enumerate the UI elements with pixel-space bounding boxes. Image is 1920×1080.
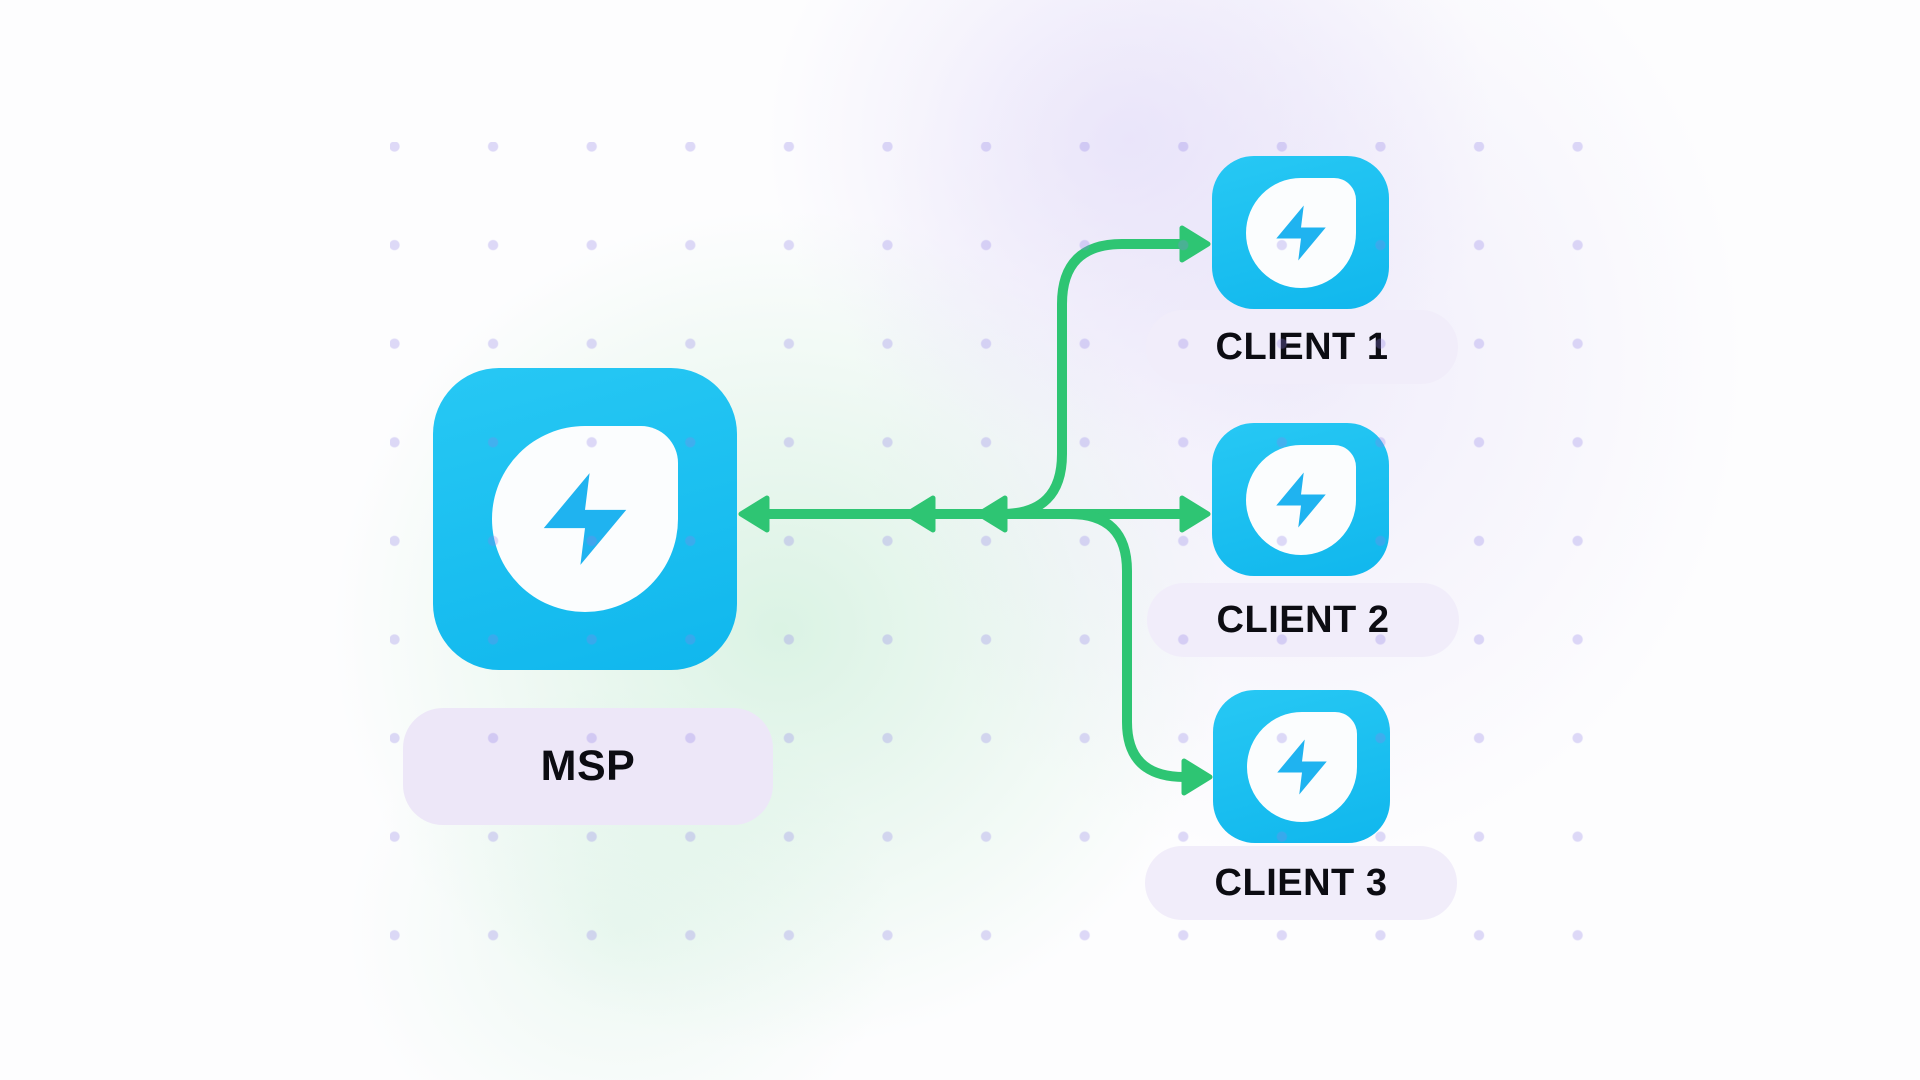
drop-shape (1246, 711, 1357, 822)
client1-label-text: CLIENT 1 (1215, 325, 1389, 368)
arrowhead-toward-msp-2 (976, 495, 1008, 533)
msp-label: MSP (403, 708, 773, 825)
client3-node-icon[interactable] (1213, 690, 1390, 843)
arrowhead-toward-msp-1 (904, 495, 936, 533)
msp-node-icon[interactable] (433, 368, 737, 670)
edge-branch-client3 (1065, 509, 1191, 782)
client2-node-icon[interactable] (1212, 423, 1389, 576)
msp-label-text: MSP (540, 742, 636, 790)
lightning-bolt-icon (1275, 472, 1326, 527)
client3-label: CLIENT 3 (1145, 846, 1457, 920)
lightning-bolt-icon (543, 473, 627, 565)
drop-shape (1245, 444, 1356, 555)
lightning-bolt-icon (1276, 739, 1327, 794)
arrowhead-into-client2 (1179, 495, 1211, 533)
client2-label: CLIENT 2 (1147, 583, 1459, 657)
lightning-bolt-icon (1275, 205, 1326, 260)
client1-label: CLIENT 1 (1146, 310, 1458, 384)
client2-label-text: CLIENT 2 (1216, 598, 1390, 641)
arrowhead-into-msp (738, 495, 770, 533)
edge-branch-client1 (997, 239, 1187, 519)
arrowhead-into-client3 (1181, 758, 1213, 796)
client1-node-icon[interactable] (1212, 156, 1389, 309)
arrowhead-into-client1 (1179, 225, 1211, 263)
client3-label-text: CLIENT 3 (1214, 861, 1388, 904)
drop-shape (492, 426, 678, 612)
drop-shape (1245, 177, 1356, 288)
